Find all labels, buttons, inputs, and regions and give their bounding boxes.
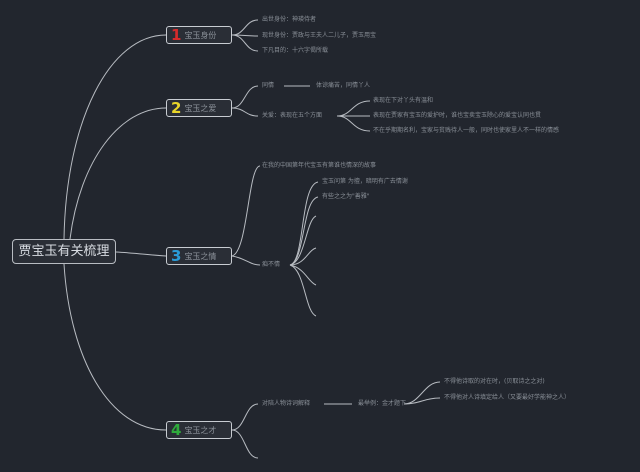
connector-t4-b [231, 429, 259, 459]
leaf-t2-a-detail[interactable]: 体谅痛苦，同情丫人 [316, 82, 371, 89]
connector-t3-b-branch2 [289, 196, 319, 266]
connector-t3-b-branch5 [289, 264, 317, 286]
leaf-t2-b2[interactable]: 表现在贾家有宝玉的爱护时，谁也宝卖宝玉除心的爱宝认同也贯 [373, 112, 542, 119]
leaf-t3-b2[interactable]: 有些之之为"善雅" [322, 193, 370, 200]
number-badge: 1 [171, 26, 182, 44]
leaf-t3-b[interactable]: 痴不情 [262, 261, 281, 268]
connector-t2-b [231, 107, 259, 117]
leaf-t2-a[interactable]: 同情 [262, 82, 275, 89]
topic-label: 宝玉身份 [184, 31, 217, 40]
connector-root-topic4 [63, 263, 167, 431]
root-topic[interactable]: 贾宝玉有关梳理 [12, 239, 116, 264]
leaf-t3-b1[interactable]: 宝玉问第 为擅，暗明有广去情谢 [322, 178, 408, 185]
connector-t3-b-branch6 [289, 264, 317, 317]
connector-t1-c [231, 34, 259, 52]
connector-t3-b-branch3 [289, 215, 317, 266]
connector-t2-b3 [336, 115, 371, 132]
connector-t2-b1 [336, 100, 371, 117]
connector-t1-a [231, 19, 259, 36]
connector-root-topic2 [69, 107, 167, 240]
leaf-t2-b1[interactable]: 表现在下对丫头有温和 [373, 97, 434, 104]
connector-t4-a2 [403, 397, 441, 405]
leaf-t4-a2[interactable]: 不得他对人诗填定给人（又要最好学能神之人） [444, 394, 571, 401]
connector-t3-b [231, 255, 261, 266]
topic-label: 宝玉之情 [184, 252, 217, 261]
leaf-t1-a[interactable]: 出世身份：神瑛侍者 [262, 16, 317, 23]
number-badge: 4 [171, 421, 182, 439]
connector-t3-b-branch1 [289, 181, 319, 266]
leaf-t1-b[interactable]: 现世身份：贾政与王夫人二儿子，贾玉用宝 [262, 32, 377, 39]
leaf-t4-a1[interactable]: 不得他诗取的对在时，(贝取诗之之对) [444, 378, 545, 385]
leaf-t2-b[interactable]: 关爱：表现在五个方面 [262, 112, 323, 119]
topic-label: 宝玉之爱 [184, 104, 217, 113]
connector-root-topic3 [115, 251, 167, 257]
number-badge: 2 [171, 99, 182, 117]
leaf-t1-c[interactable]: 下凡目的：十六字偈所载 [262, 47, 329, 54]
connector-t2-a [231, 85, 259, 109]
leaf-t3-a[interactable]: 在我的中国第年代宝玉有第谁也情深的故事 [262, 162, 377, 169]
connector-root-topic1 [63, 34, 167, 240]
number-badge: 3 [171, 247, 182, 265]
topic-label: 宝玉之才 [184, 426, 217, 435]
leaf-t4-a[interactable]: 对陪人物诗词解释 [262, 400, 311, 407]
connector-t4-a [231, 403, 259, 431]
connector-t3-a [231, 165, 261, 257]
connector-t3-b-branch4 [289, 247, 317, 266]
leaf-t2-b3[interactable]: 不在乎期期名利，宝家与贫贱待人一般，同时也使家里人不一样的情感 [373, 127, 560, 134]
leaf-t4-a-mid[interactable]: 最举例：金才题下 [358, 400, 407, 407]
